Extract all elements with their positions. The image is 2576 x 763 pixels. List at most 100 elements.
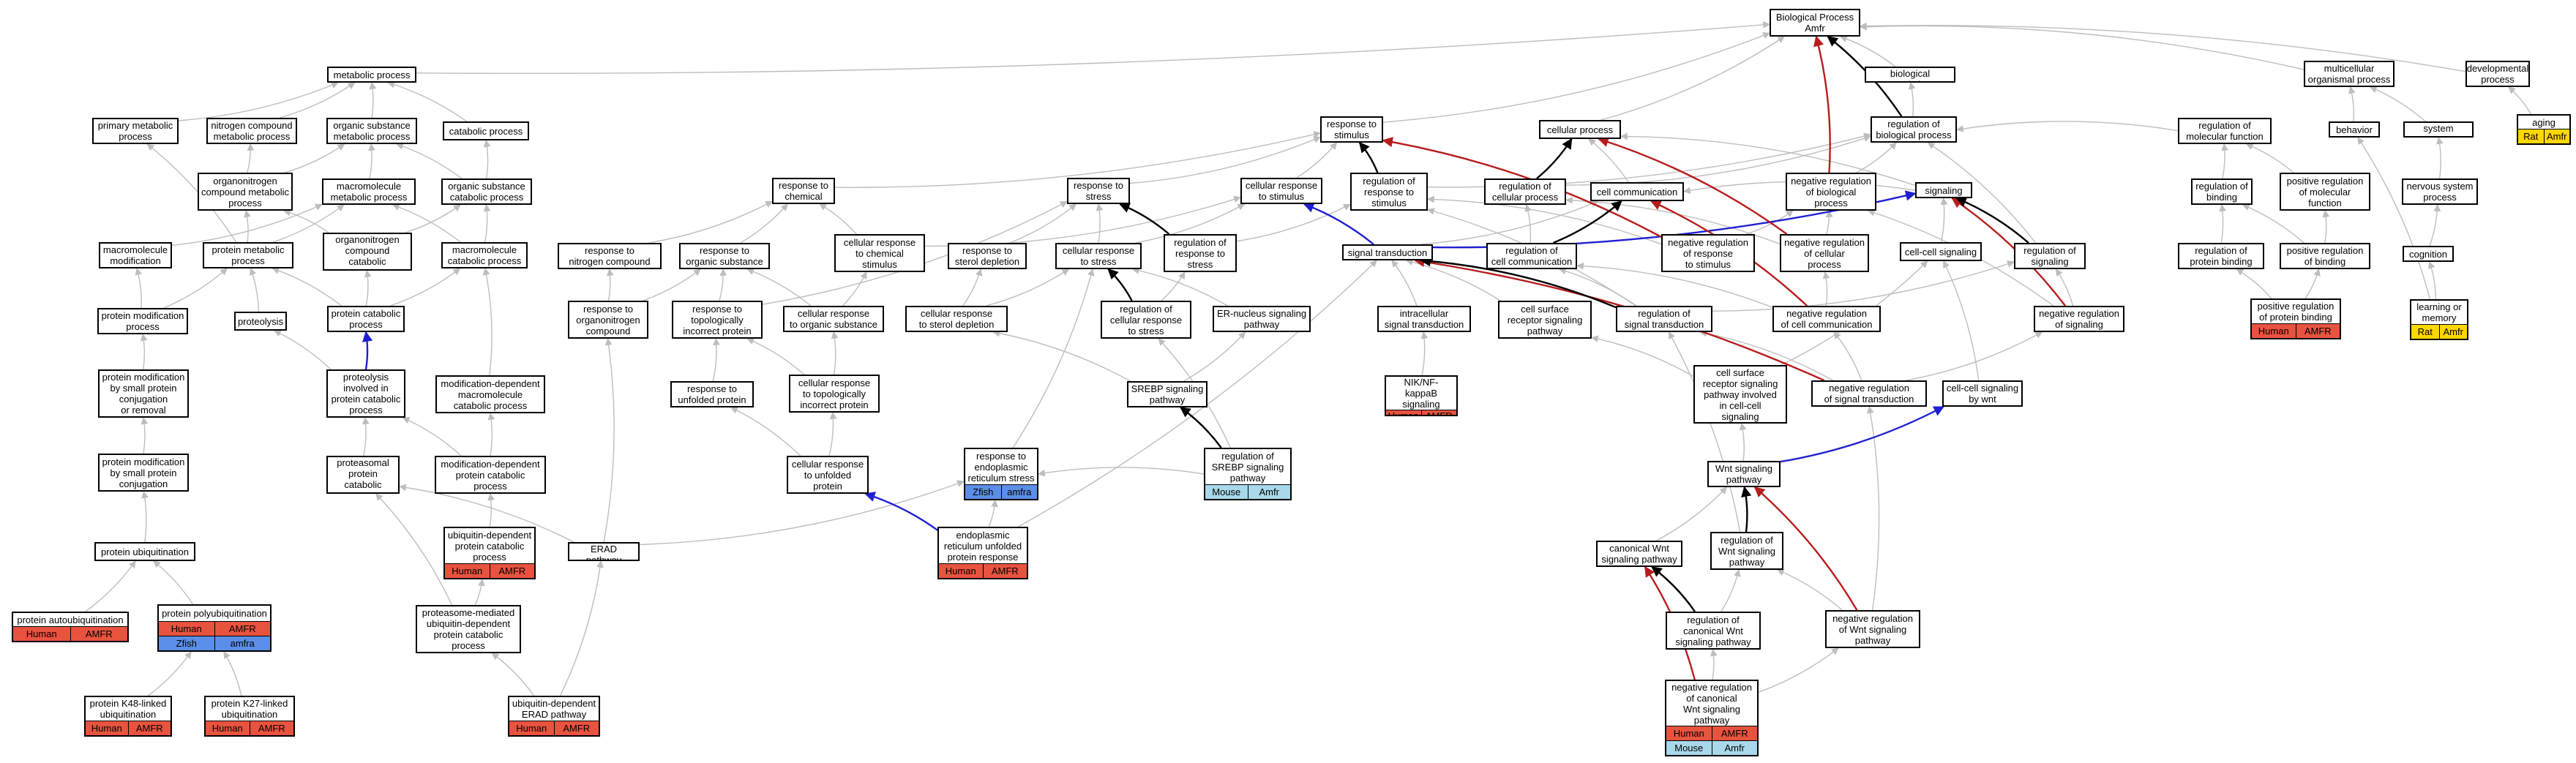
go-term-cellrespstress[interactable]: cellular response to stress [1055, 243, 1142, 269]
go-term-cognition[interactable]: cognition [2403, 246, 2454, 262]
go-term-nervsys[interactable]: nervous system process [2402, 178, 2478, 205]
go-term-macromod[interactable]: macromolecule modification [99, 242, 172, 268]
go-term-negregbp[interactable]: negative regulation of biological proces… [1786, 173, 1876, 211]
go-term-negregwnt[interactable]: negative regulation of Wnt signaling pat… [1825, 610, 1920, 648]
go-term-cellrespchem[interactable]: cellular response to chemical stimulus [834, 234, 925, 272]
go-term-regsig[interactable]: regulation of signaling [2014, 243, 2086, 269]
edge-negregcell-to-cellproc [1598, 137, 1788, 235]
go-term-orgnitro[interactable]: organonitrogen compound metabolic proces… [198, 173, 293, 211]
go-term-respstress[interactable]: response to stress [1067, 178, 1130, 204]
go-term-proteolysis[interactable]: proteolysis [234, 312, 287, 331]
go-term-regcellproc[interactable]: regulation of cellular process [1484, 178, 1566, 205]
go-term-upr[interactable]: endoplasmic reticulum unfolded protein r… [937, 527, 1028, 579]
go-term-protmodconj[interactable]: protein modification by small protein co… [98, 454, 189, 492]
go-term-negregcellcomm[interactable]: negative regulation of cell communicatio… [1772, 306, 1881, 332]
go-term-signaling[interactable]: signaling [1915, 182, 1972, 198]
go-term-orgsubcat[interactable]: organic substance catabolic process [441, 178, 532, 205]
go-term-respnitro[interactable]: response to nitrogen compound [558, 243, 662, 269]
go-term-regprotbind[interactable]: regulation of protein binding [2178, 243, 2264, 269]
go-term-ubdepprot[interactable]: ubiquitin-dependent protein catabolic pr… [443, 527, 536, 579]
go-term-posregbind[interactable]: positive regulation of binding [2280, 243, 2370, 269]
go-term-regrespstress[interactable]: regulation of response to stress [1164, 234, 1237, 272]
go-term-respstim[interactable]: response to stimulus [1320, 116, 1383, 143]
go-term-bp[interactable]: Biological Process Amfr [1770, 9, 1860, 37]
go-term-regcellcomm[interactable]: regulation of cell communication [1486, 243, 1577, 269]
go-term-protmet[interactable]: protein metabolic process [203, 242, 293, 268]
go-term-metab[interactable]: metabolic process [327, 67, 416, 83]
go-term-macrocat[interactable]: macromolecule catabolic process [441, 242, 528, 268]
edge-regrespstress-to-respstress [1119, 203, 1170, 235]
go-term-negregsigtrans[interactable]: negative regulation of signal transducti… [1811, 380, 1927, 407]
go-term-respchem[interactable]: response to chemical [772, 178, 835, 204]
go-term-proteasomal[interactable]: proteasomal protein catabolic process [326, 456, 400, 494]
go-term-cellresporg[interactable]: cellular response to organic substance [783, 306, 884, 332]
go-term-regmolfunc[interactable]: regulation of molecular function [2178, 118, 2272, 144]
go-term-respERstress[interactable]: response to endoplasmic reticulum stress… [964, 448, 1038, 500]
go-term-label: regulation of cellular process [1491, 181, 1559, 203]
go-term-erad[interactable]: ERAD pathway [568, 542, 640, 561]
go-term-srebp[interactable]: SREBP signaling pathway [1127, 381, 1208, 407]
go-term-cellresptopo[interactable]: cellular response to topologically incor… [789, 375, 880, 413]
go-term-regwnt[interactable]: regulation of Wnt signaling pathway [1710, 532, 1783, 570]
go-term-nitro[interactable]: nitrogen compound metabolic process [206, 118, 297, 144]
go-term-wnt[interactable]: Wnt signaling pathway [1707, 461, 1781, 487]
go-term-primmet[interactable]: primary metabolic process [92, 118, 179, 144]
go-term-regbinding[interactable]: regulation of binding [2191, 178, 2253, 205]
go-term-cellcellsig[interactable]: cell-cell signaling [1900, 242, 1982, 261]
go-term-catab[interactable]: catabolic process [443, 121, 529, 140]
go-term-respsterol[interactable]: response to sterol depletion [948, 243, 1027, 269]
go-term-cellsurf[interactable]: cell surface receptor signaling pathway [1498, 301, 1592, 339]
go-term-orgnitrocat[interactable]: organonitrogen compound catabolic proces… [323, 233, 412, 271]
go-term-moddepprot[interactable]: modification-dependent protein catabolic… [435, 456, 546, 494]
go-term-regcellrespstress[interactable]: regulation of cellular response to stres… [1101, 301, 1191, 339]
go-term-resporg[interactable]: response to organic substance [679, 243, 770, 269]
go-term-protmod[interactable]: protein modification process [97, 308, 188, 334]
go-term-behavior[interactable]: behavior [2329, 121, 2380, 138]
go-term-sysproc[interactable]: system process [2403, 121, 2474, 138]
go-term-proteoinv[interactable]: proteolysis involved in protein cataboli… [326, 369, 405, 418]
go-term-posregmol[interactable]: positive regulation of molecular functio… [2280, 173, 2370, 211]
go-term-protcat[interactable]: protein catabolic process [327, 306, 405, 332]
go-term-regsigtrans[interactable]: regulation of signal transduction [1616, 306, 1712, 332]
go-term-intrasig[interactable]: intracellular signal transduction [1377, 306, 1471, 332]
go-term-moddepmacro[interactable]: modification-dependent macromolecule cat… [435, 375, 545, 413]
go-term-multicell[interactable]: multicellular organismal process [2304, 61, 2395, 87]
go-term-devproc[interactable]: developmental process [2465, 61, 2530, 87]
go-term-sigtrans[interactable]: signal transduction [1342, 244, 1433, 260]
go-term-cellrespstim[interactable]: cellular response to stimulus [1240, 178, 1322, 204]
go-term-cellrespunf[interactable]: cellular response to unfolded protein [787, 456, 869, 494]
go-term-regrespstim[interactable]: regulation of response to stimulus [1350, 173, 1428, 211]
go-term-negregcanwnt[interactable]: negative regulation of canonical Wnt sig… [1665, 680, 1759, 756]
go-term-cellproc[interactable]: cellular process [1539, 120, 1621, 139]
go-term-orgsub[interactable]: organic substance metabolic process [326, 118, 417, 144]
go-term-macromet[interactable]: macromolecule metabolic process [322, 178, 416, 205]
go-term-cellsurfcell[interactable]: cell surface receptor signaling pathway … [1693, 365, 1787, 424]
go-term-protmodsmall[interactable]: protein modification by small protein co… [98, 369, 189, 418]
go-term-erNuc[interactable]: ER-nucleus signaling pathway [1213, 306, 1311, 332]
go-term-biolreg[interactable]: biological regulation [1865, 67, 1955, 83]
go-term-protubiq[interactable]: protein ubiquitination [94, 542, 195, 561]
go-term-resptopo[interactable]: response to topologically incorrect prot… [672, 301, 763, 339]
go-term-cellrespsterol[interactable]: cellular response to sterol depletion [905, 306, 1008, 332]
go-term-regcanwnt[interactable]: regulation of canonical Wnt signaling pa… [1666, 612, 1761, 650]
go-term-negregresp[interactable]: negative regulation of response to stimu… [1661, 234, 1755, 272]
go-term-regbp[interactable]: regulation of biological process [1871, 116, 1957, 143]
go-term-cellcomm[interactable]: cell communication [1590, 182, 1684, 201]
go-term-negregsig[interactable]: negative regulation of signaling [2034, 306, 2124, 332]
go-term-respN[interactable]: response to organonitrogen compound [568, 301, 648, 339]
go-term-proteasomemed[interactable]: proteasome-mediated ubiquitin-dependent … [416, 605, 521, 653]
go-term-respunf[interactable]: response to unfolded protein [670, 381, 754, 407]
go-term-canwnt[interactable]: canonical Wnt signaling pathway [1596, 541, 1682, 567]
go-term-negregcell[interactable]: negative regulation of cellular process [1780, 234, 1869, 272]
go-term-cellcellwnt[interactable]: cell-cell signaling by wnt [1942, 380, 2023, 407]
